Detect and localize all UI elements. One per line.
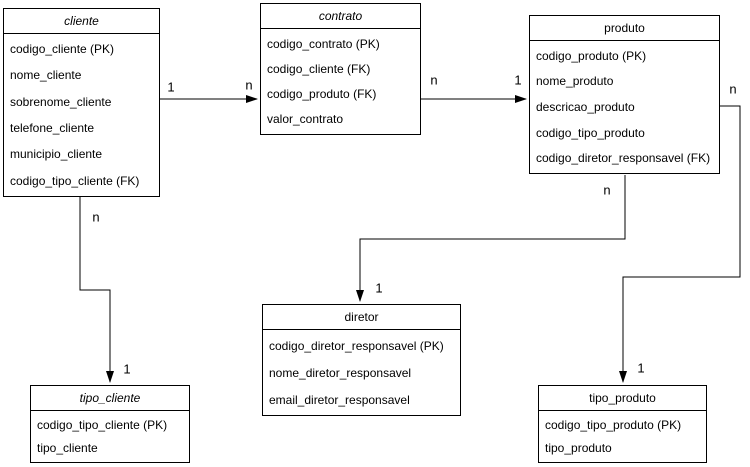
cardinality-contrato-produto-n: n <box>430 72 438 88</box>
entity-tipo-cliente-title: tipo_cliente <box>31 386 189 411</box>
field-codigo-tipo-cliente: codigo_tipo_cliente (PK) <box>37 417 168 432</box>
field-codigo-cliente: codigo_cliente (PK) <box>10 42 115 57</box>
field-codigo-tipo-produto: codigo_tipo_produto (PK) <box>545 417 682 432</box>
field-nome-diretor-responsavel: nome_diretor_responsavel <box>269 365 412 380</box>
cardinality-cliente-tipo-cliente-1: 1 <box>123 361 131 377</box>
field-codigo-tipo-cliente-fk: codigo_tipo_cliente (FK) <box>10 173 140 188</box>
field-codigo-contrato: codigo_contrato (PK) <box>267 36 380 51</box>
cardinality-cliente-tipo-cliente-n: n <box>92 209 100 225</box>
connector-cliente-tipo_cliente[interactable] <box>79 197 114 383</box>
connector-produto-tipo_produto[interactable] <box>619 105 741 383</box>
field-codigo-produto: codigo_produto (PK) <box>536 48 647 63</box>
entity-contrato[interactable]: contrato codigo_contrato (PK) codigo_cli… <box>260 3 421 135</box>
entity-tipo-produto[interactable]: tipo_produto codigo_tipo_produto (PK) ti… <box>538 385 707 463</box>
field-municipio-cliente: municipio_cliente <box>10 147 103 162</box>
field-descricao-produto: descricao_produto <box>536 99 635 114</box>
field-email-diretor-responsavel: email_diretor_responsavel <box>269 392 410 407</box>
field-tipo-produto: tipo_produto <box>545 441 612 456</box>
field-codigo-produto-fk: codigo_produto (FK) <box>267 87 377 102</box>
cardinality-contrato-produto-1: 1 <box>514 72 522 88</box>
cardinality-produto-diretor-1: 1 <box>375 280 383 296</box>
entity-diretor-fields: codigo_diretor_responsavel (PK) nome_dir… <box>263 330 460 415</box>
entity-produto-fields: codigo_produto (PK) nome_produto descric… <box>530 41 719 173</box>
entity-contrato-fields: codigo_contrato (PK) codigo_cliente (FK)… <box>261 29 420 134</box>
entity-diretor[interactable]: diretor codigo_diretor_responsavel (PK) … <box>262 304 461 416</box>
entity-produto-title: produto <box>530 16 719 41</box>
entity-cliente-fields: codigo_cliente (PK) nome_cliente sobreno… <box>4 34 159 196</box>
entity-cliente[interactable]: cliente codigo_cliente (PK) nome_cliente… <box>3 8 160 197</box>
field-nome-produto: nome_produto <box>536 74 614 89</box>
field-sobrenome-cliente: sobrenome_cliente <box>10 94 112 109</box>
entity-tipo-produto-title: tipo_produto <box>539 386 706 411</box>
entity-produto[interactable]: produto codigo_produto (PK) nome_produto… <box>529 15 720 174</box>
entity-contrato-title: contrato <box>261 4 420 29</box>
cardinality-produto-tipo-produto-n: n <box>729 81 737 97</box>
field-codigo-diretor-responsavel-fk: codigo_diretor_responsavel (FK) <box>536 151 711 166</box>
cardinality-cliente-contrato-n: n <box>245 77 253 93</box>
entity-tipo-produto-fields: codigo_tipo_produto (PK) tipo_produto <box>539 411 706 462</box>
entity-tipo-cliente[interactable]: tipo_cliente codigo_tipo_cliente (PK) ti… <box>30 385 190 463</box>
field-codigo-tipo-produto: codigo_tipo_produto <box>536 125 645 140</box>
field-telefone-cliente: telefone_cliente <box>10 121 95 136</box>
field-valor-contrato: valor_contrato <box>267 112 344 127</box>
entity-diretor-title: diretor <box>263 305 460 330</box>
entity-tipo-cliente-fields: codigo_tipo_cliente (PK) tipo_cliente <box>31 411 189 462</box>
field-tipo-cliente: tipo_cliente <box>37 441 98 456</box>
field-nome-cliente: nome_cliente <box>10 68 82 83</box>
entity-cliente-title: cliente <box>4 9 159 34</box>
cardinality-produto-diretor-n: n <box>603 182 611 198</box>
cardinality-produto-tipo-produto-1: 1 <box>637 360 645 376</box>
cardinality-cliente-contrato-1: 1 <box>167 79 175 95</box>
field-codigo-diretor-responsavel: codigo_diretor_responsavel (PK) <box>269 338 444 353</box>
connector-produto-diretor[interactable] <box>356 175 626 302</box>
field-codigo-cliente-fk: codigo_cliente (FK) <box>267 61 371 76</box>
